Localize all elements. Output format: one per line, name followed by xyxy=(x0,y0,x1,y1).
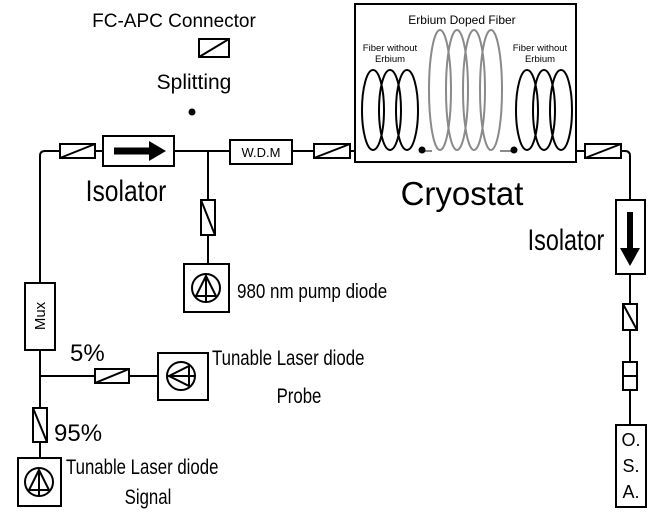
pump-diode xyxy=(183,263,230,313)
fiber-without-erbium-left-label-2: Erbium xyxy=(375,54,405,65)
osa-box xyxy=(615,424,647,508)
connector-probe xyxy=(94,368,130,384)
isolator-arrow-icon xyxy=(149,141,166,161)
signal-laser-label: Tunable Laser diode xyxy=(66,456,218,479)
osa-label-1: O. xyxy=(621,430,640,450)
ninety-five-percent-label: 95% xyxy=(54,420,102,447)
pump-diode-label: 980 nm pump diode xyxy=(237,280,387,303)
fiber-without-erbium-right-label-2: Erbium xyxy=(525,54,555,65)
osa-label-2: S. xyxy=(622,456,639,476)
connector-left-top xyxy=(59,143,96,159)
cryostat-label: Cryostat xyxy=(401,175,524,212)
fiber-left-top xyxy=(39,150,60,283)
five-percent-label: 5% xyxy=(70,340,105,367)
cryostat-box xyxy=(354,3,577,163)
mux-box xyxy=(24,282,56,351)
fiber-without-erbium-left-label: Fiber without xyxy=(363,43,418,54)
probe-label: Probe xyxy=(277,385,322,408)
probe-laser-diode xyxy=(157,352,209,401)
isolator-right xyxy=(615,199,646,275)
isolator-arrow-down-icon xyxy=(620,248,640,266)
splice-point-icon xyxy=(188,108,196,116)
splice-point-right xyxy=(510,146,518,154)
erbium-doped-fiber-label: Erbium Doped Fiber xyxy=(408,13,515,27)
connector-pump xyxy=(200,199,216,236)
splitting-label: Splitting xyxy=(157,71,232,94)
signal-label: Signal xyxy=(125,486,172,509)
splice-point-left xyxy=(418,146,426,154)
wdm-label: W.D.M xyxy=(242,145,281,160)
mux-label: Mux xyxy=(32,301,49,330)
wdm-box xyxy=(229,139,293,165)
signal-laser-diode xyxy=(17,457,62,507)
fiber-right-top xyxy=(621,150,631,200)
isolator-right-label: Isolator xyxy=(528,223,605,256)
connector-icon xyxy=(198,38,230,58)
connector-right-lower xyxy=(622,303,638,331)
connector-signal xyxy=(32,407,48,443)
fc-apc-connector-label: FC-APC Connector xyxy=(92,11,256,32)
osa-label-3: A. xyxy=(622,482,639,502)
connector-before-cryostat xyxy=(313,143,351,159)
probe-laser-label: Tunable Laser diode xyxy=(212,347,364,370)
isolator-left xyxy=(102,135,175,167)
connector-after-cryostat xyxy=(584,143,622,159)
fiber-coil-left xyxy=(361,69,419,151)
fiber-coil-right xyxy=(515,69,573,151)
connector-straight-right xyxy=(622,361,638,391)
isolator-left-label: Isolator xyxy=(86,174,167,208)
fiber-without-erbium-right-label: Fiber without xyxy=(513,43,568,54)
